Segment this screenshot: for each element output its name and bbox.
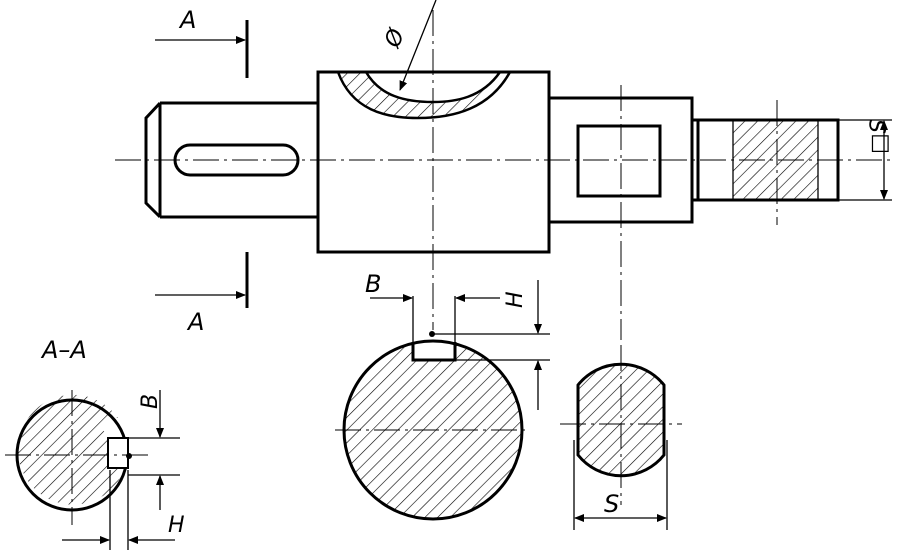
section-point [126, 453, 132, 459]
square-size-label: □S [867, 119, 892, 154]
spherical-groove [336, 70, 513, 120]
across-flats-label: S [604, 490, 619, 518]
groove-width-label: B [365, 270, 381, 298]
square-size-dimension: □S [838, 119, 892, 201]
section-title: A–A [40, 336, 87, 364]
central-section: B H [335, 270, 550, 521]
section-indicator: A A [155, 6, 249, 336]
section-keyway [107, 437, 129, 469]
central-keyway-cut [413, 341, 455, 360]
section-hatch [18, 394, 128, 505]
diameter-label: Ø [380, 25, 410, 52]
square-hole [576, 124, 662, 198]
flats-section: S [560, 345, 682, 530]
aux-h-label: H [168, 513, 185, 538]
groove-depth-label: H [503, 291, 528, 308]
keyway-slot [173, 143, 300, 177]
diameter-leader [399, 0, 437, 91]
flats-shape [576, 362, 666, 478]
central-hatch [344, 341, 522, 519]
shank-hatch [733, 120, 818, 200]
section-label-top: A [178, 6, 196, 34]
shaft-front-view [115, 10, 895, 340]
section-label-bottom: A [186, 308, 204, 336]
left-journal [144, 101, 318, 219]
central-point [429, 331, 435, 337]
aux-b-label: B [138, 394, 163, 409]
central-keyway [411, 342, 457, 362]
section-a-a: A–A B H [5, 336, 185, 550]
diameter-dimension: Ø [380, 0, 437, 91]
